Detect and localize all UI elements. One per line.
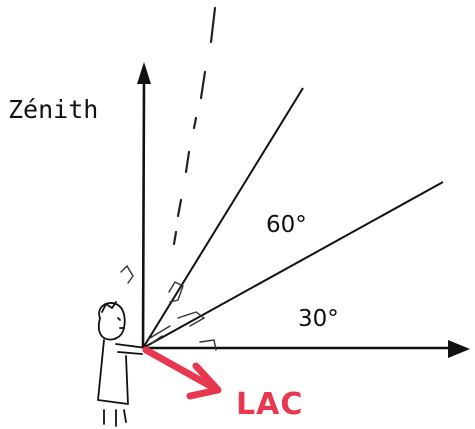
hand-sketch-marks	[120, 264, 217, 351]
lac-direction-arrow	[142, 346, 222, 400]
horizon-axis-arrow	[143, 340, 470, 358]
ray-60-degrees	[142, 87, 304, 349]
lac-label: LAC	[236, 387, 303, 422]
dashed-trajectory	[172, 6, 217, 246]
zenith-axis-arrow	[137, 62, 151, 349]
zenith-label: Zénith	[8, 95, 98, 124]
angle-30-label: 30°	[298, 306, 339, 332]
ray-30-degrees	[142, 181, 444, 349]
angle-60-label: 60°	[266, 212, 307, 238]
observer-figure	[97, 301, 147, 427]
